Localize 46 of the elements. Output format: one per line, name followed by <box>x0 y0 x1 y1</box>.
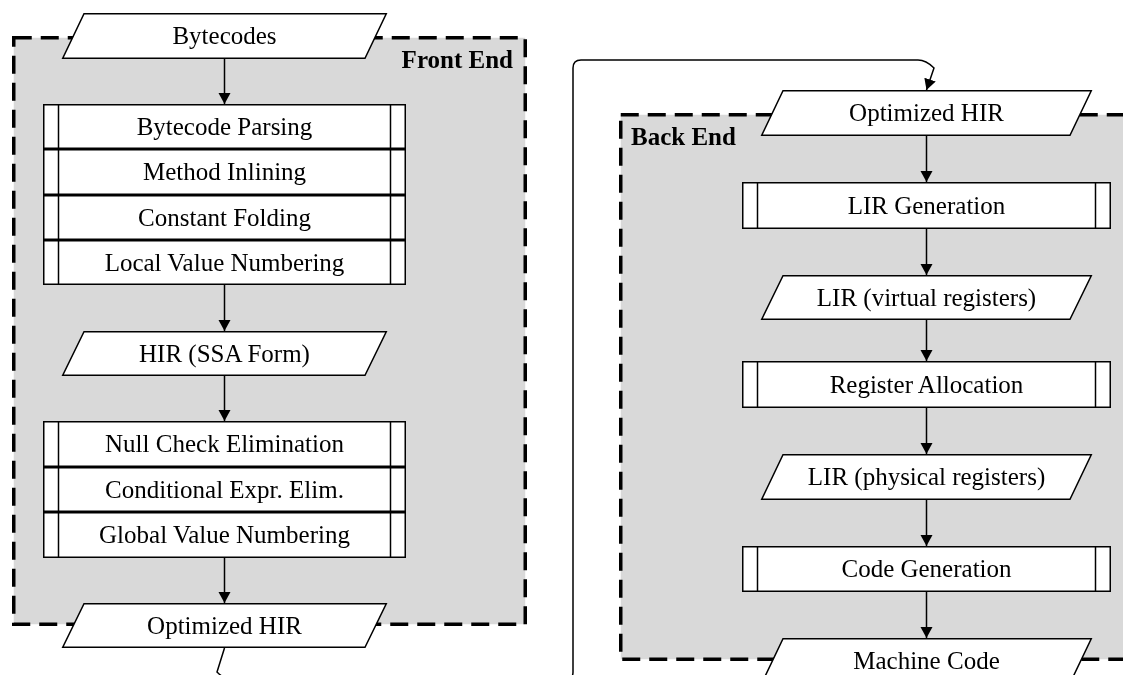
arrow <box>218 58 231 105</box>
arrow <box>920 228 933 276</box>
process-box <box>742 546 1111 592</box>
arrow <box>920 407 933 455</box>
data-label: LIR (virtual registers) <box>815 283 1038 312</box>
process-box <box>742 182 1111 229</box>
data-parallelogram <box>761 454 1092 500</box>
process-box <box>43 104 406 149</box>
process-label: Method Inlining <box>141 158 308 186</box>
arrow <box>920 591 933 639</box>
data-label: Bytecodes <box>171 22 278 50</box>
data-label: LIR (physical registers) <box>806 463 1047 491</box>
process-label: Global Value Numbering <box>98 521 351 549</box>
data-parallelogram <box>761 275 1092 320</box>
process-label: Null Check Elimination <box>104 430 345 458</box>
data-label: Optimized HIR <box>146 611 303 640</box>
data-parallelogram <box>62 603 387 648</box>
arrow <box>216 59 936 675</box>
arrow <box>218 375 231 422</box>
process-label: Local Value Numbering <box>103 248 346 277</box>
process-label: LIR Generation <box>846 191 1007 220</box>
arrow <box>920 499 933 547</box>
data-label: HIR (SSA Form) <box>138 339 311 368</box>
process-box <box>43 195 406 240</box>
arrow <box>920 135 933 183</box>
process-label: Constant Folding <box>137 203 312 232</box>
process-label: Bytecode Parsing <box>135 112 314 141</box>
process-box <box>43 149 406 195</box>
arrow <box>218 284 231 332</box>
arrow <box>218 557 231 604</box>
process-label: Register Allocation <box>828 370 1025 399</box>
process-box <box>43 512 406 558</box>
data-parallelogram <box>62 331 387 376</box>
process-label: Code Generation <box>840 555 1013 583</box>
process-box <box>742 361 1111 408</box>
arrow <box>920 319 933 362</box>
region-title: Back End <box>631 123 736 151</box>
process-box <box>43 467 406 512</box>
data-label: Machine Code <box>852 647 1001 675</box>
process-label: Conditional Expr. Elim. <box>104 475 345 504</box>
process-box <box>43 240 406 285</box>
data-label: Optimized HIR <box>848 99 1005 127</box>
data-parallelogram <box>761 90 1092 136</box>
data-parallelogram <box>62 13 387 59</box>
process-box <box>43 421 406 467</box>
region-title: Front End <box>401 46 513 74</box>
